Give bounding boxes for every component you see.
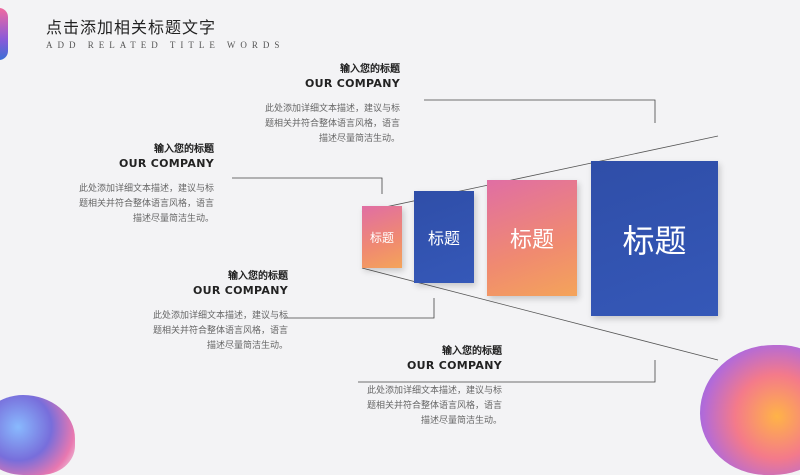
connector-item-1 xyxy=(424,99,656,123)
page-subtitle: ADD RELATED TITLE WORDS xyxy=(46,40,285,50)
item-company: OUR COMPANY xyxy=(407,359,502,372)
item-heading: 输入您的标题 xyxy=(442,346,502,357)
text-item-4: 输入您的标题 OUR COMPANY 此处添加详细文本描述，建议与标题相关并符合… xyxy=(352,342,502,429)
funnel-box-1: 标题 xyxy=(362,206,402,268)
connector-item-4 xyxy=(358,360,656,383)
item-heading: 输入您的标题 xyxy=(228,271,288,282)
funnel-bottom-edge xyxy=(361,267,719,361)
item-heading: 输入您的标题 xyxy=(340,64,400,75)
decor-blob-top-left xyxy=(0,8,8,60)
text-item-3: 输入您的标题 OUR COMPANY 此处添加详细文本描述，建议与标题相关并符合… xyxy=(138,267,288,354)
slide: 点击添加相关标题文字 ADD RELATED TITLE WORDS 标题 标题… xyxy=(0,8,800,475)
funnel-box-4: 标题 xyxy=(591,161,718,316)
item-heading: 输入您的标题 xyxy=(154,144,214,155)
funnel-box-2: 标题 xyxy=(414,191,474,283)
page-title: 点击添加相关标题文字 xyxy=(46,18,217,37)
item-company: OUR COMPANY xyxy=(119,157,214,170)
item-company: OUR COMPANY xyxy=(193,284,288,297)
item-company: OUR COMPANY xyxy=(305,77,400,90)
item-description: 此处添加详细文本描述，建议与标题相关并符合整体语言风格，语言描述尽量简洁生动。 xyxy=(366,386,502,426)
funnel-box-3: 标题 xyxy=(487,180,577,296)
text-item-2: 输入您的标题 OUR COMPANY 此处添加详细文本描述，建议与标题相关并符合… xyxy=(64,140,214,227)
connector-item-2 xyxy=(232,177,383,194)
item-description: 此处添加详细文本描述，建议与标题相关并符合整体语言风格，语言描述尽量简洁生动。 xyxy=(78,184,214,224)
text-item-1: 输入您的标题 OUR COMPANY 此处添加详细文本描述，建议与标题相关并符合… xyxy=(250,60,400,147)
item-description: 此处添加详细文本描述，建议与标题相关并符合整体语言风格，语言描述尽量简洁生动。 xyxy=(264,104,400,144)
item-description: 此处添加详细文本描述，建议与标题相关并符合整体语言风格，语言描述尽量简洁生动。 xyxy=(152,311,288,351)
connector-item-3 xyxy=(284,298,435,319)
